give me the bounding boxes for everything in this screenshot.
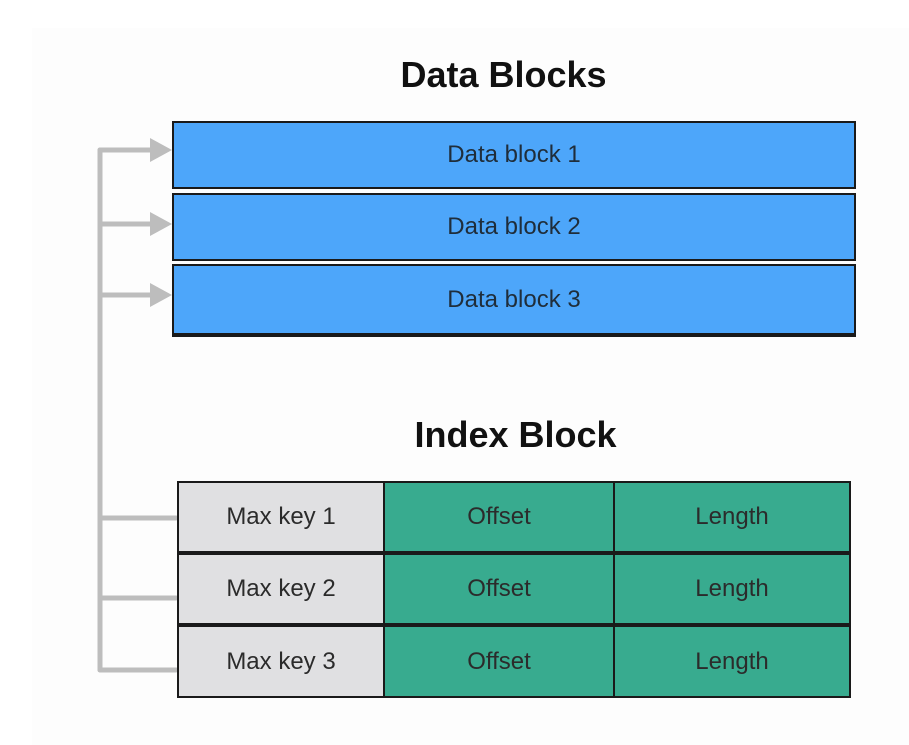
index-row-2: Max key 2 Offset Length [177,553,853,625]
length-cell: Length [613,625,851,698]
index-row-1: Max key 1 Offset Length [177,481,853,553]
arrowhead-data-block-2 [150,212,172,236]
data-block-label: Data block 1 [447,141,581,168]
data-block-2: Data block 2 [172,193,856,261]
data-block-1: Data block 1 [172,121,856,189]
length-cell: Length [613,481,851,553]
max-key-cell: Max key 1 [177,481,385,553]
offset-cell: Offset [383,481,615,553]
index-block-title: Index Block [414,414,617,455]
max-key-cell: Max key 3 [177,625,385,698]
data-blocks-title: Data Blocks [400,54,607,95]
max-key-cell: Max key 2 [177,553,385,625]
data-block-label: Data block 2 [447,213,581,240]
data-block-label: Data block 3 [447,285,581,313]
data-block-3: Data block 3 [172,264,856,335]
offset-cell: Offset [383,553,615,625]
offset-cell: Offset [383,625,615,698]
arrowhead-data-block-1 [150,138,172,162]
arrowhead-data-block-3 [150,283,172,307]
length-cell: Length [613,553,851,625]
index-row-3: Max key 3 Offset Length [177,625,853,698]
